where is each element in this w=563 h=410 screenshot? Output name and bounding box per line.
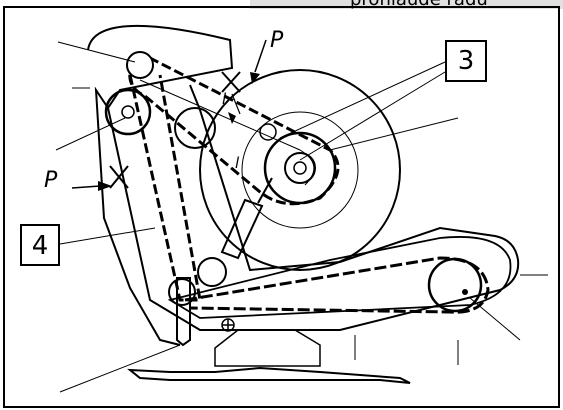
- leader-topleft: [57, 41, 136, 63]
- header-text-fragment: prohlaude radu: [250, 0, 563, 9]
- pulley-main-hub: [284, 152, 316, 184]
- leader-3: [279, 61, 446, 139]
- leader-right: [329, 117, 459, 151]
- callout-4: 4: [20, 224, 60, 266]
- pulley-main-center: [293, 161, 307, 175]
- flywheel-inner: [241, 111, 359, 229]
- pulley-right-center: [462, 289, 468, 295]
- tensioner-rod: [257, 177, 273, 204]
- base-plate: [126, 366, 411, 384]
- lower-housing: [167, 236, 512, 319]
- arrow-p-top-shaft: [254, 39, 267, 73]
- leader-bottomleft: [59, 344, 181, 393]
- arrow-p-left-shaft: [71, 185, 101, 189]
- dimension-label-l-top: l: [222, 90, 227, 108]
- pulley-left-hub: [121, 105, 135, 119]
- pulley-top-small: [126, 51, 154, 79]
- pulley-left: [104, 88, 152, 136]
- pulley-small-mid: [259, 123, 277, 141]
- leader-rightlow: [469, 297, 521, 341]
- housing-left-wall: [94, 86, 181, 346]
- base-motor: [214, 329, 321, 367]
- force-label-p-left: P: [44, 168, 58, 193]
- dimension-label-l-mid: l: [235, 154, 240, 172]
- leader-3b: [299, 71, 446, 161]
- arrow-p-left-head: [98, 181, 112, 191]
- callout-3: 3: [445, 40, 487, 82]
- leader-midleft: [55, 117, 126, 151]
- tensioner-cylinder: [220, 198, 264, 260]
- force-label-p-top: P: [270, 28, 284, 53]
- pulley-right: [427, 257, 483, 313]
- pulley-lower-mid: [197, 257, 227, 287]
- flywheel: [199, 69, 401, 271]
- leader-4: [59, 227, 156, 245]
- support-post: [176, 277, 191, 347]
- pulley-upper-mid: [174, 107, 216, 149]
- arrow-p-top-head: [250, 72, 260, 84]
- pulley-main: [263, 131, 337, 205]
- drawing-border: [3, 6, 560, 408]
